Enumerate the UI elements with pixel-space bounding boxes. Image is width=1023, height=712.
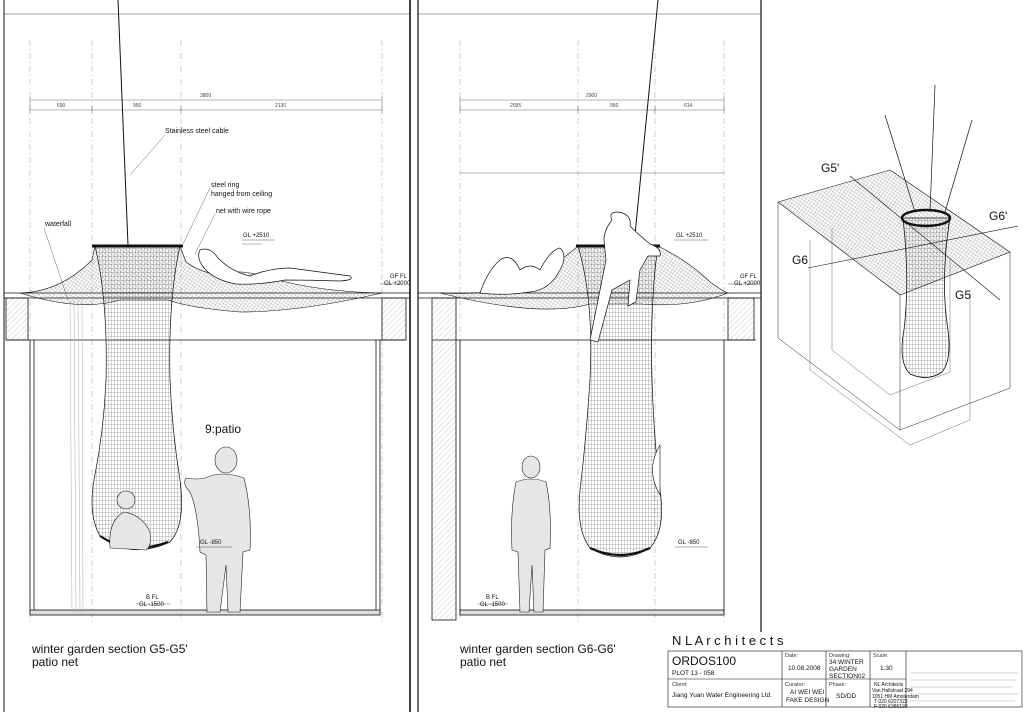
drawing-label: Drawing:	[829, 653, 851, 659]
level-gl-850: GL -850	[200, 540, 222, 546]
client-label: Client:	[672, 682, 688, 688]
phase-label: Phase:	[829, 682, 847, 688]
standing-figure	[511, 455, 551, 613]
dim2-total: 2900	[586, 93, 597, 99]
caption-g6-sub: patio net	[460, 655, 507, 669]
drawing-value-1: 34:WINTER	[829, 659, 864, 666]
adult-figure	[184, 446, 251, 613]
caption-g6: winter garden section G6-G6'	[459, 642, 616, 656]
axo-label-g6: G6	[792, 253, 808, 267]
level2-gl-1500: GL -1500	[480, 602, 505, 608]
child-figure	[109, 490, 151, 551]
project-name: ORDOS100	[672, 654, 736, 668]
caption-g5-sub: patio net	[32, 655, 79, 669]
dim-2: 950	[133, 103, 142, 109]
drawing-value-2: GARDEN	[829, 666, 857, 673]
section-g5: 3800 690 950 2130	[4, 0, 411, 669]
net-body	[91, 245, 182, 551]
level2-gl-2000: GL +2000	[734, 281, 761, 287]
curator-value-2: FAKE DESIGN	[786, 697, 830, 704]
dim-1: 690	[57, 103, 66, 109]
axonometric-view: G5' G5 G6' G6	[777, 84, 1019, 446]
reclining-person	[198, 248, 352, 285]
label-ring-1: steel ring	[211, 182, 240, 189]
dim2-1: 2095	[510, 103, 521, 109]
section-g6: 2900 2095 956 614	[418, 0, 761, 669]
level2-b-fl: B FL	[486, 595, 499, 601]
dim-3: 2130	[275, 103, 286, 109]
axo-net-body	[901, 217, 951, 378]
address-2: Van Hallstraat 294	[872, 688, 913, 694]
label-waterfall: waterfall	[44, 221, 72, 228]
climbing-person	[589, 211, 661, 343]
axo-label-g5p: G5'	[821, 161, 839, 175]
axo-net-plane	[777, 169, 1011, 296]
title-block: N L A r c h i t e c t s ORDOS100 PLOT 13…	[667, 633, 1023, 710]
dim-total: 3800	[200, 93, 211, 99]
level2-gf-fl: GF FL	[740, 274, 758, 280]
scale-value: 1:30	[880, 665, 893, 672]
firm-name: N L A r c h i t e c t s	[672, 633, 784, 648]
date-label: Date:	[785, 653, 799, 659]
dim2-3: 614	[684, 103, 693, 109]
level-gl-2000: GL +2000	[384, 281, 411, 287]
curator-value-1: AI WEI WEI	[790, 689, 825, 696]
axo-label-g5: G5	[955, 288, 971, 302]
label-ring-2: hanged from ceiling	[211, 191, 272, 198]
address-3: 1051 HM Amsterdam	[872, 694, 919, 700]
net-body-2	[577, 245, 662, 558]
steel-cable	[117, 0, 129, 246]
client-value: Jiang Yuan Water Engineering Ltd.	[672, 692, 772, 699]
reclining-person-2	[479, 247, 565, 295]
label-cable: Stainless steel cable	[165, 128, 229, 135]
date-value: 10.08.2008	[788, 665, 821, 672]
label-net: net with wire rope	[216, 208, 271, 215]
level-gf-fl: GF FL	[390, 274, 408, 280]
level2-gl-2510: GL +2510	[676, 233, 703, 239]
level-b-fl: B FL	[146, 595, 159, 601]
scale-label: Scale:	[873, 653, 889, 659]
curator-label: Curator:	[785, 682, 805, 688]
level-gl-2510: GL +2510	[243, 233, 270, 239]
address-4: T 020 6207323	[874, 699, 908, 705]
level2-gl-850: GL -850	[678, 540, 700, 546]
address-1: NL Architects	[874, 682, 904, 688]
caption-g5: winter garden section G5-G5'	[31, 642, 188, 656]
drawing-value-3: SECTION02	[829, 673, 866, 680]
dim2-2: 956	[610, 103, 619, 109]
label-room: 9:patio	[205, 422, 241, 436]
panel-frames	[3, 0, 762, 712]
plot-number: PLOT 13 - 058	[672, 670, 715, 677]
waterfall-stream	[69, 299, 84, 613]
phase-value: SD/DD	[836, 693, 857, 700]
address-5: F 020 6386192	[874, 704, 908, 710]
level-gl-1500: GL -1500	[139, 602, 164, 608]
axo-label-g6p: G6'	[989, 209, 1007, 223]
